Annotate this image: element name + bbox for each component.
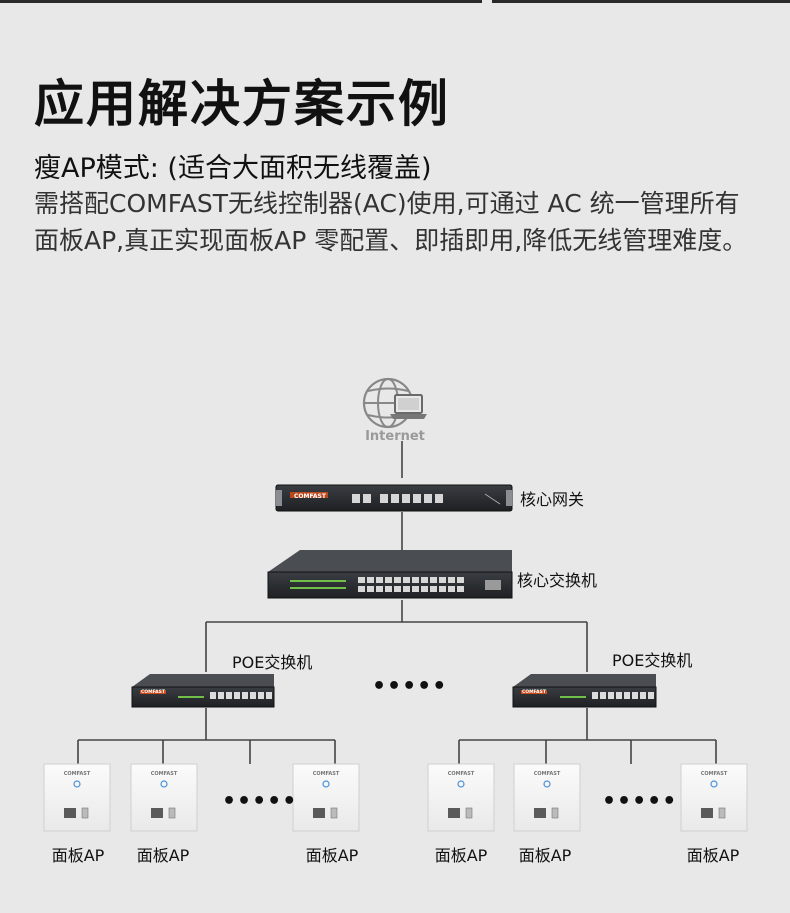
- panel-ap-device: COMFAST: [292, 763, 360, 832]
- panel-ap-device: COMFAST: [680, 763, 748, 832]
- panel-ap-device: COMFAST: [427, 763, 495, 832]
- more-switches-ellipsis: •••••: [372, 674, 448, 699]
- core-switch-device: [267, 550, 513, 599]
- core-gateway-label: 核心网关: [520, 490, 585, 509]
- page-title: 应用解决方案示例: [34, 75, 450, 133]
- poe-right-brand: COMFAST: [522, 689, 547, 695]
- more-aps-left-ellipsis: •••••: [222, 789, 298, 814]
- panel-ap-brand: COMFAST: [534, 771, 561, 777]
- panel-ap-label: 面板AP: [518, 846, 572, 865]
- panel-ap-brand: COMFAST: [701, 771, 728, 777]
- mode-description: 需搭配COMFAST无线控制器(AC)使用,可通过 AC 统一管理所有面板AP,…: [34, 189, 748, 255]
- panel-ap-label: 面板AP: [305, 846, 359, 865]
- more-aps-right-ellipsis: •••••: [602, 789, 678, 814]
- panel-ap-device: COMFAST: [43, 763, 111, 832]
- panel-ap-brand: COMFAST: [64, 771, 91, 777]
- panel-ap-label: 面板AP: [51, 846, 105, 865]
- core-gateway-device: [275, 484, 513, 512]
- poe-switch-right-label: POE交换机: [612, 651, 693, 670]
- gateway-brand: COMFAST: [294, 493, 327, 500]
- panel-ap-label: 面板AP: [434, 846, 488, 865]
- panel-ap-brand: COMFAST: [448, 771, 475, 777]
- panel-ap-device: COMFAST: [130, 763, 198, 832]
- top-border-right: [492, 0, 790, 3]
- internet-label: Internet: [365, 429, 425, 444]
- mode-subtitle: 瘦AP模式: (适合大面积无线覆盖): [34, 153, 432, 184]
- panel-ap-device: COMFAST: [513, 763, 581, 832]
- poe-left-brand: COMFAST: [141, 689, 166, 695]
- panel-ap-label: 面板AP: [136, 846, 190, 865]
- globe-laptop-icon: [362, 377, 427, 429]
- panel-ap-brand: COMFAST: [313, 771, 340, 777]
- panel-ap-label: 面板AP: [686, 846, 740, 865]
- top-border-left: [0, 0, 482, 3]
- poe-switch-left-device: [131, 674, 275, 708]
- poe-switch-right-device: [512, 674, 657, 708]
- panel-ap-brand: COMFAST: [151, 771, 178, 777]
- poe-switch-left-label: POE交换机: [232, 653, 313, 672]
- core-switch-label: 核心交换机: [517, 571, 598, 590]
- connection-lines: [77, 441, 717, 764]
